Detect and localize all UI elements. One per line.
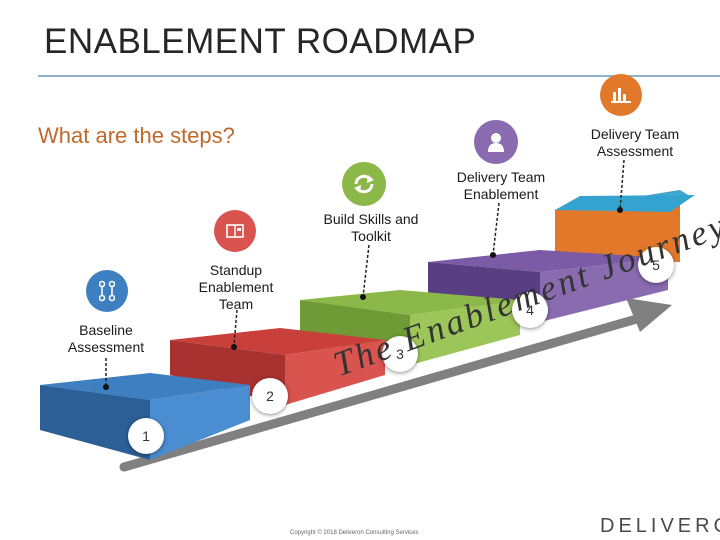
step-4-number: 4 <box>512 292 548 328</box>
page-title: ENABLEMENT ROADMAP <box>44 22 477 61</box>
step-5-number: 5 <box>638 247 674 283</box>
journey-arrow <box>119 298 672 472</box>
pipeline-icon <box>86 270 128 312</box>
board-icon <box>214 210 256 252</box>
step-2-number: 2 <box>252 378 288 414</box>
step-3-label: Build Skills and Toolkit <box>323 211 419 244</box>
copyright-text: Copyright © 2018 Deliveron Consulting Se… <box>290 530 419 536</box>
step-2-label: Standup Enablement Team <box>198 262 274 312</box>
refresh-icon <box>342 162 386 206</box>
step-5-block <box>555 190 695 262</box>
pins <box>105 159 625 385</box>
pin-heads <box>103 207 623 390</box>
step-1-number: 1 <box>128 418 164 454</box>
bar-chart-icon <box>600 74 642 116</box>
step-3-number: 3 <box>382 336 418 372</box>
subtitle: What are the steps? <box>38 123 235 148</box>
person-icon <box>474 120 518 164</box>
step-1-label: Baseline Assessment <box>67 322 145 355</box>
company-logo: DELIVERON <box>600 515 720 537</box>
step-1-block <box>40 373 250 460</box>
step-5-label: Delivery Team Assessment <box>590 126 680 159</box>
title-divider <box>38 75 720 77</box>
step-4-label: Delivery Team Enablement <box>456 169 546 202</box>
